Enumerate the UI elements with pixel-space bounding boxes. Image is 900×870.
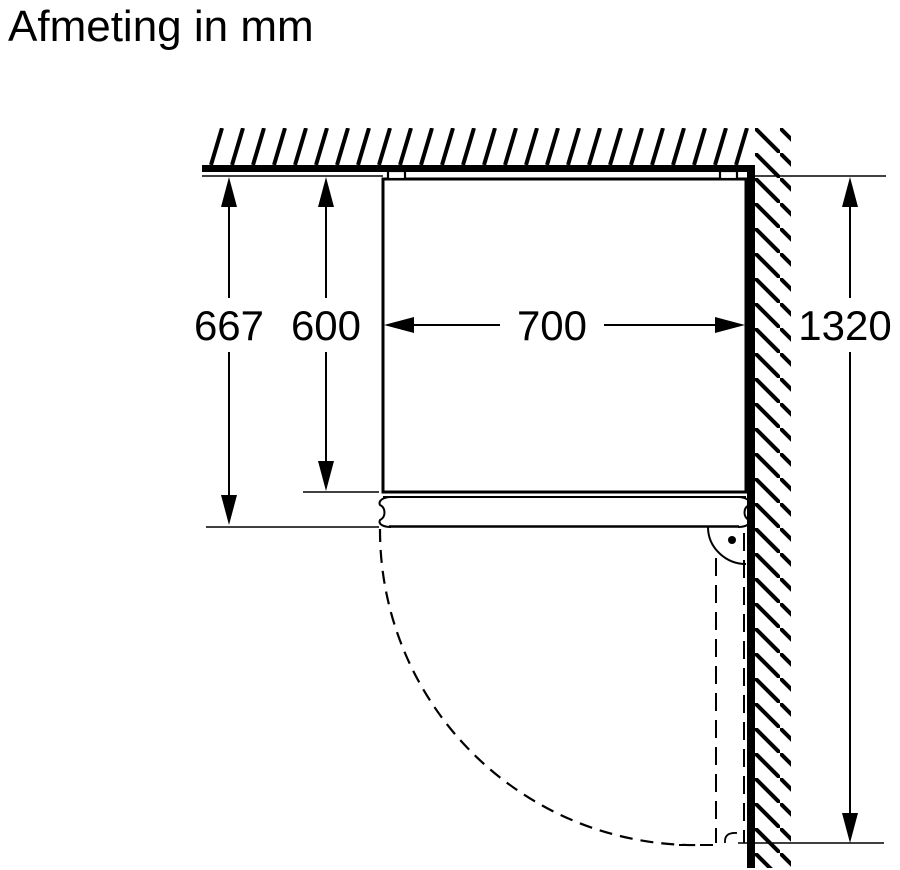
arrow-down-icon	[318, 461, 334, 491]
diagram-title: Afmeting in mm	[8, 2, 314, 51]
hinge-tab-right	[718, 169, 739, 181]
open-door-end-cap-arc	[724, 832, 738, 844]
dimension-667: 667	[194, 177, 264, 525]
appliance-door	[378, 496, 751, 528]
dimension-label-600: 600	[291, 302, 361, 349]
dimension-1320: 1320	[798, 177, 892, 843]
top-wall-line	[202, 165, 754, 172]
dimension-label-667: 667	[194, 302, 264, 349]
door-end-cap-right	[737, 496, 751, 528]
top-wall-hatching	[205, 128, 753, 165]
arrow-up-icon	[842, 177, 858, 207]
hinge-tab-left	[386, 169, 407, 181]
door-end-cap-left	[378, 496, 392, 528]
dimension-700: 700	[384, 302, 745, 349]
arrow-up-icon	[318, 177, 334, 207]
arrow-left-icon	[384, 317, 414, 333]
dimension-label-700: 700	[517, 302, 587, 349]
dimension-600: 600	[291, 177, 361, 491]
appliance-cabinet	[381, 177, 748, 494]
arrow-down-icon	[842, 813, 858, 843]
door-swing	[378, 528, 745, 847]
hinge-arc	[707, 526, 747, 565]
dimension-label-1320: 1320	[798, 302, 891, 349]
side-wall-hatching	[755, 128, 791, 868]
arrow-up-icon	[221, 177, 237, 207]
door-swing-arc	[378, 528, 703, 847]
extension-lines	[202, 175, 886, 844]
arrow-down-icon	[221, 495, 237, 525]
side-wall-line	[747, 165, 755, 868]
arrow-right-icon	[715, 317, 745, 333]
hinge-pivot-dot	[728, 536, 736, 544]
